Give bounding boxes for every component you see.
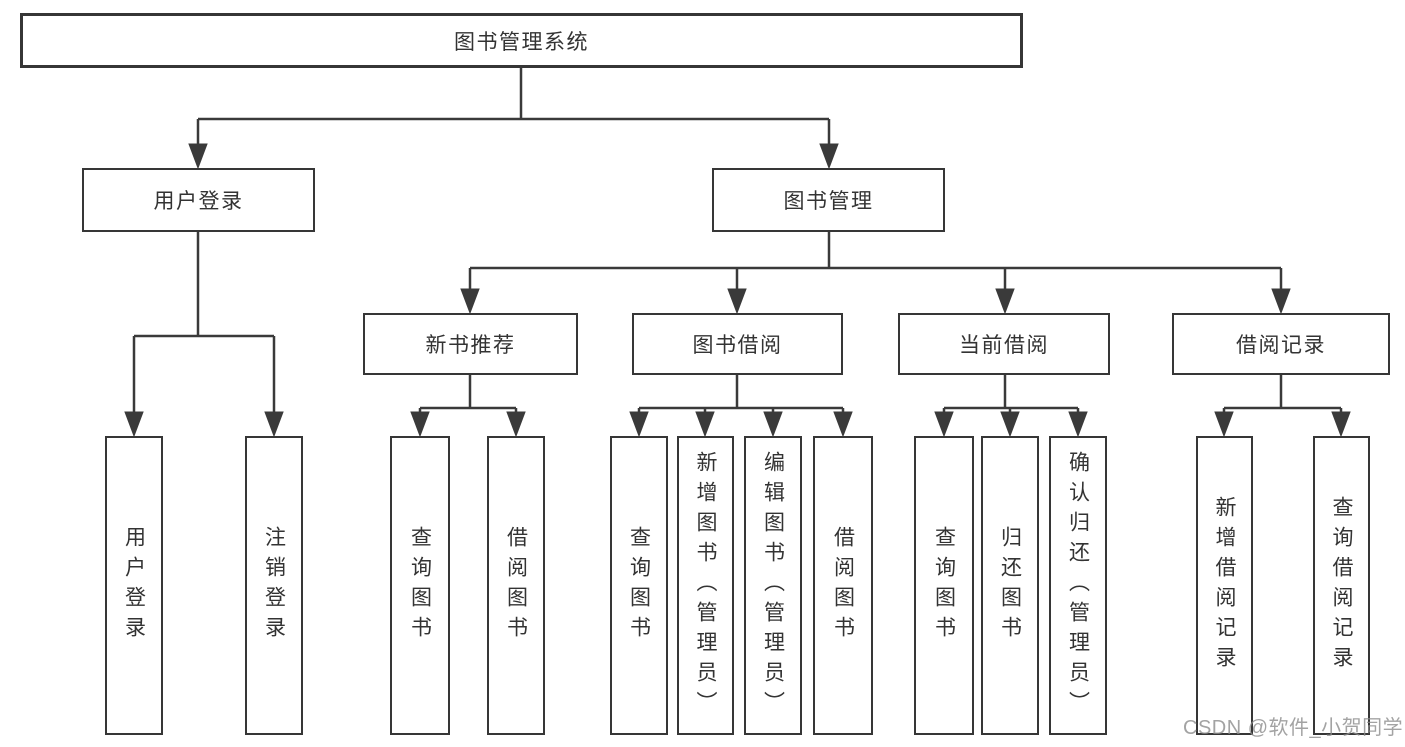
node-label: 图书管理系统 (454, 30, 589, 54)
node-label: 查询图书 (408, 525, 432, 646)
node-current-borrow: 当前借阅 (898, 313, 1110, 375)
leaf-query-books-current: 查询图书 (914, 436, 974, 735)
node-user-login: 用户登录 (82, 168, 315, 232)
connector-book-borrow-branch (629, 375, 853, 438)
node-book-borrow: 图书借阅 (632, 313, 843, 375)
node-label: 借阅图书 (831, 525, 855, 646)
node-label: 用户登录 (153, 190, 244, 213)
node-label: 确认归还（管理员） (1066, 450, 1090, 721)
connector-user-login-branch (124, 232, 284, 438)
node-new-book-recommend: 新书推荐 (363, 313, 578, 375)
leaf-query-books-recommend: 查询图书 (390, 436, 450, 735)
node-label: 借阅图书 (504, 525, 528, 646)
connector-borrow-records-branch (1214, 375, 1351, 438)
node-label: 编辑图书（管理员） (761, 450, 785, 721)
leaf-return-books: 归还图书 (981, 436, 1039, 735)
leaf-confirm-return-admin: 确认归还（管理员） (1049, 436, 1107, 735)
leaf-borrow-books: 借阅图书 (813, 436, 873, 735)
node-label: 注销登录 (262, 525, 286, 646)
leaf-query-borrow-record: 查询借阅记录 (1313, 436, 1370, 735)
leaf-query-books-borrow: 查询图书 (610, 436, 668, 735)
connector-current-borrow-branch (934, 375, 1088, 438)
node-label: 查询图书 (627, 525, 651, 646)
connector-root-to-level2 (188, 68, 839, 170)
node-label: 用户登录 (122, 525, 146, 646)
node-label: 查询借阅记录 (1330, 495, 1353, 676)
connector-new-book-branch (410, 375, 526, 438)
node-book-management: 图书管理 (712, 168, 945, 232)
leaf-add-borrow-record: 新增借阅记录 (1196, 436, 1253, 735)
node-label: 新增图书（管理员） (694, 450, 717, 721)
node-label: 图书管理 (783, 190, 874, 213)
node-label: 查询图书 (932, 525, 956, 646)
leaf-logout-login: 注销登录 (245, 436, 303, 735)
node-label: 归还图书 (998, 525, 1022, 646)
connector-book-management-branch (460, 232, 1291, 315)
csdn-watermark: CSDN @软件_小贺同学 (1183, 717, 1404, 739)
node-label: 当前借阅 (959, 334, 1049, 357)
leaf-add-book-admin: 新增图书（管理员） (677, 436, 734, 735)
leaf-user-login: 用户登录 (105, 436, 163, 735)
leaf-borrow-books-recommend: 借阅图书 (487, 436, 545, 735)
node-label: 借阅记录 (1236, 334, 1326, 357)
node-label: 新增借阅记录 (1213, 495, 1236, 676)
leaf-edit-book-admin: 编辑图书（管理员） (744, 436, 802, 735)
node-label: 图书借阅 (692, 334, 783, 357)
node-label: 新书推荐 (425, 334, 516, 357)
node-root-system: 图书管理系统 (20, 13, 1023, 68)
node-borrow-records: 借阅记录 (1172, 313, 1390, 375)
